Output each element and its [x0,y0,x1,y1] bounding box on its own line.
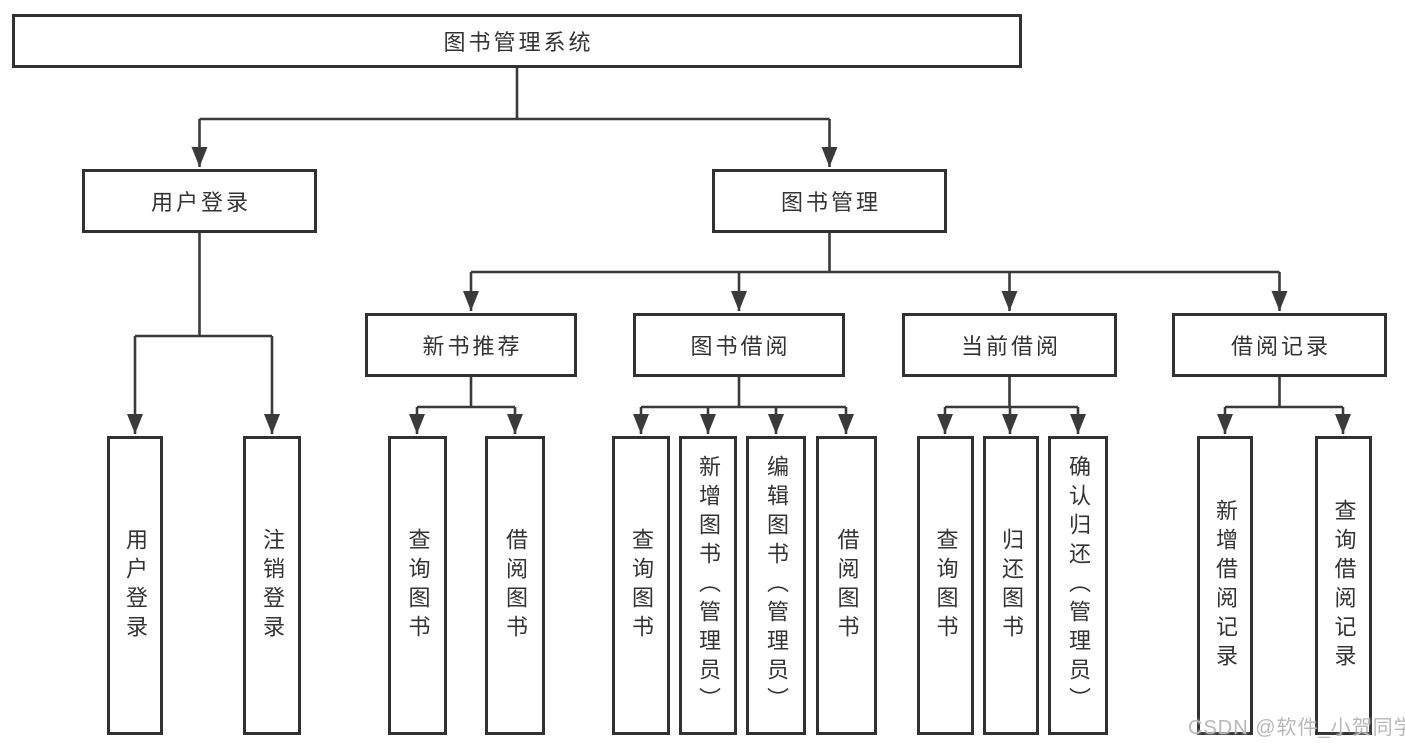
connector-user-login [135,233,272,338]
leaf-user-login: 用户登录 [107,436,163,735]
leaf-borrow-books: 借阅图书 [816,436,877,735]
node-borrow-records: 借阅记录 [1172,313,1387,377]
leaf-logout: 注销登录 [243,436,301,735]
node-root-system: 图书管理系统 [12,14,1022,68]
leaf-confirm-return-admin: 确认归还（管理员） [1048,436,1108,735]
leaf-edit-books-admin: 编辑图书（管理员） [746,436,806,735]
node-book-borrow: 图书借阅 [633,313,845,377]
node-current-borrow: 当前借阅 [902,313,1117,377]
csdn-watermark: CSDN @软件_小贺同学 [1188,717,1405,739]
node-label: 归还图书 [999,527,1024,644]
node-label: 查询图书 [629,527,654,644]
connector-book-borrow [641,377,846,409]
node-label: 查询借阅记录 [1331,498,1357,673]
connector-new-book [417,377,515,409]
node-label: 借阅记录 [1230,334,1331,359]
node-user-login-module: 用户登录 [82,169,317,233]
node-label: 用户登录 [150,190,251,215]
leaf-query-books: 查询图书 [917,436,974,735]
node-label: 借阅图书 [834,527,860,644]
leaf-query-books: 查询图书 [388,436,447,735]
connector-borrow-records [1225,377,1343,409]
node-label: 当前借阅 [960,334,1061,359]
connector-current-borrow [945,377,1078,409]
node-label: 图书管理 [780,190,881,215]
node-label: 查询图书 [405,527,431,644]
node-label: 图书借阅 [690,334,791,359]
leaf-query-books: 查询图书 [612,436,670,735]
leaf-add-books-admin: 新增图书（管理员） [679,436,737,735]
leaf-query-borrow-record: 查询借阅记录 [1315,436,1372,735]
leaf-add-borrow-record: 新增借阅记录 [1197,436,1253,735]
node-new-book-recommend: 新书推荐 [365,313,577,377]
node-label: 图书管理系统 [443,30,594,55]
node-label: 用户登录 [123,527,148,644]
leaf-borrow-books: 借阅图书 [485,436,545,735]
node-label: 新增借阅记录 [1213,498,1238,673]
node-label: 新书推荐 [422,334,523,359]
node-label: 确认归还（管理员） [1066,455,1091,716]
connector-root [199,68,830,121]
connector-book-management [471,233,1280,274]
node-label: 注销登录 [260,527,285,644]
node-label: 编辑图书（管理员） [764,455,789,716]
node-label: 新增图书（管理员） [696,455,721,716]
node-label: 查询图书 [933,527,959,644]
leaf-return-books: 归还图书 [983,436,1039,735]
node-book-management-module: 图书管理 [712,169,947,233]
node-label: 借阅图书 [503,527,528,644]
